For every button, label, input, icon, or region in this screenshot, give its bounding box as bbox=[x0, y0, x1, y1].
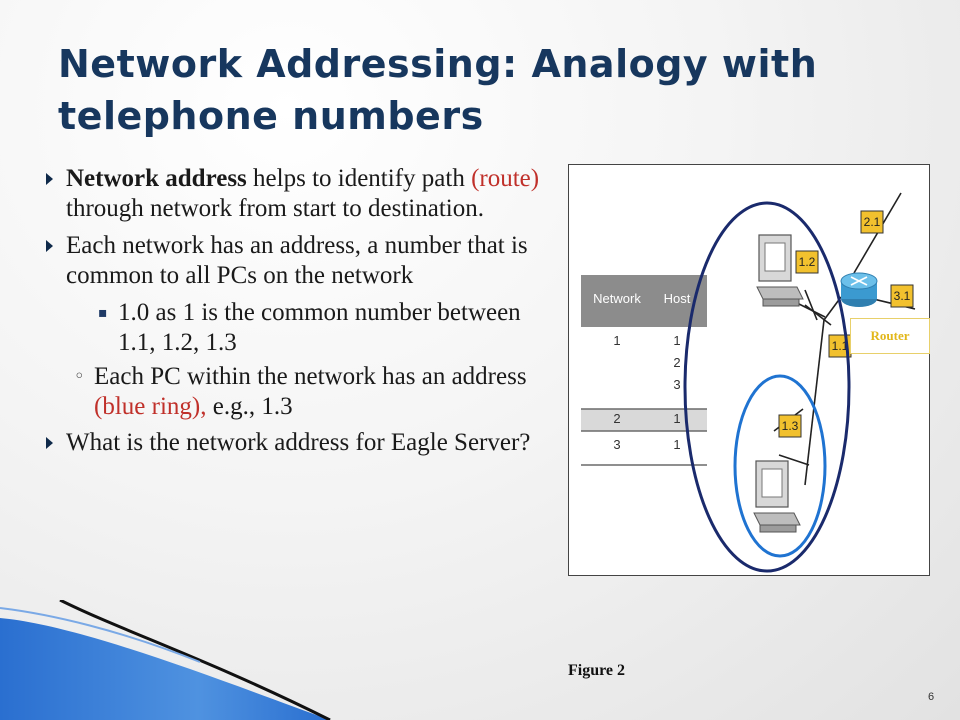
link-line bbox=[804, 319, 825, 486]
table-cell: 1 bbox=[613, 333, 620, 348]
wave-stroke bbox=[0, 607, 201, 663]
bullet-text: Each network has an address, a number th… bbox=[66, 232, 528, 289]
sub-bullet-common-number: ▪ 1.0 as 1 is the common number between … bbox=[46, 298, 546, 358]
address-tag-label: 1.1 bbox=[832, 339, 849, 353]
bullet-text: What is the network address for Eagle Se… bbox=[66, 429, 531, 456]
network-figure: Network Host 1 1 2 3 2 1 3 1 bbox=[568, 164, 930, 576]
bullet-text: through network from start to destinatio… bbox=[66, 195, 484, 222]
address-tag bbox=[778, 414, 802, 438]
bullet-list: Network address helps to identify path (… bbox=[46, 164, 546, 465]
triangle-bullet-icon bbox=[46, 437, 53, 449]
link-line bbox=[796, 302, 826, 318]
router-icon bbox=[840, 272, 878, 307]
table-header-band bbox=[581, 275, 707, 327]
bullet-bold-term: Network address bbox=[66, 165, 247, 192]
highlight-text: (blue ring), bbox=[94, 393, 207, 420]
address-tag-label: 3.1 bbox=[894, 289, 911, 303]
bullet-each-network: Each network has an address, a number th… bbox=[46, 231, 546, 291]
table-header-network: Network bbox=[593, 291, 641, 306]
bullet-text: 1.0 as 1 is the common number between 1.… bbox=[118, 299, 521, 356]
host-ring bbox=[733, 374, 827, 558]
slide-number: 6 bbox=[928, 691, 935, 703]
table-cell: 2 bbox=[613, 411, 620, 426]
triangle-bullet-icon bbox=[46, 240, 53, 252]
figure-caption: Figure 2 bbox=[568, 662, 626, 679]
address-tag bbox=[795, 250, 819, 274]
bullet-text: Each PC within the network has an addres… bbox=[94, 363, 527, 390]
table-cell: 3 bbox=[673, 377, 680, 392]
bullet-text: e.g., 1.3 bbox=[206, 393, 293, 420]
table-row-highlight bbox=[581, 409, 707, 431]
wave-band bbox=[0, 618, 330, 720]
address-tag-label: 1.2 bbox=[799, 255, 816, 269]
table-cell: 3 bbox=[613, 437, 620, 452]
bullet-eagle-server: What is the network address for Eagle Se… bbox=[46, 428, 546, 458]
sub-bullet-each-pc: ◦ Each PC within the network has an addr… bbox=[46, 362, 546, 422]
dot-bullet-icon: ▪ bbox=[98, 305, 108, 321]
network-ring bbox=[683, 201, 851, 573]
address-tag-label: 1.3 bbox=[782, 419, 799, 433]
table-cell: 1 bbox=[673, 333, 680, 348]
wave-stroke bbox=[59, 600, 331, 720]
address-tag-label: 2.1 bbox=[864, 215, 881, 229]
pc-bottom-icon bbox=[753, 460, 801, 533]
bullet-text: helps to identify path bbox=[246, 165, 472, 192]
slide-title: Network Addressing: Analogy with telepho… bbox=[58, 42, 818, 138]
table-cell: 1 bbox=[673, 437, 680, 452]
link-line bbox=[778, 454, 810, 466]
bullet-network-address: Network address helps to identify path (… bbox=[46, 164, 546, 224]
router-label: Router bbox=[850, 318, 930, 354]
decorative-wave bbox=[0, 600, 331, 720]
triangle-bullet-icon bbox=[46, 173, 53, 185]
pc-top-icon bbox=[756, 234, 804, 307]
link-line bbox=[804, 289, 818, 321]
table-header-host: Host bbox=[664, 291, 691, 306]
network-diagram: Network Host 1 1 2 3 2 1 3 1 bbox=[581, 192, 916, 573]
highlight-text: (route) bbox=[471, 165, 540, 192]
table-cell: 2 bbox=[673, 355, 680, 370]
table-cell: 1 bbox=[673, 411, 680, 426]
address-tag bbox=[860, 210, 884, 234]
address-table: Network Host 1 1 2 3 2 1 3 1 bbox=[581, 275, 707, 466]
address-tag bbox=[890, 284, 914, 308]
circle-bullet-icon: ◦ bbox=[74, 366, 85, 387]
